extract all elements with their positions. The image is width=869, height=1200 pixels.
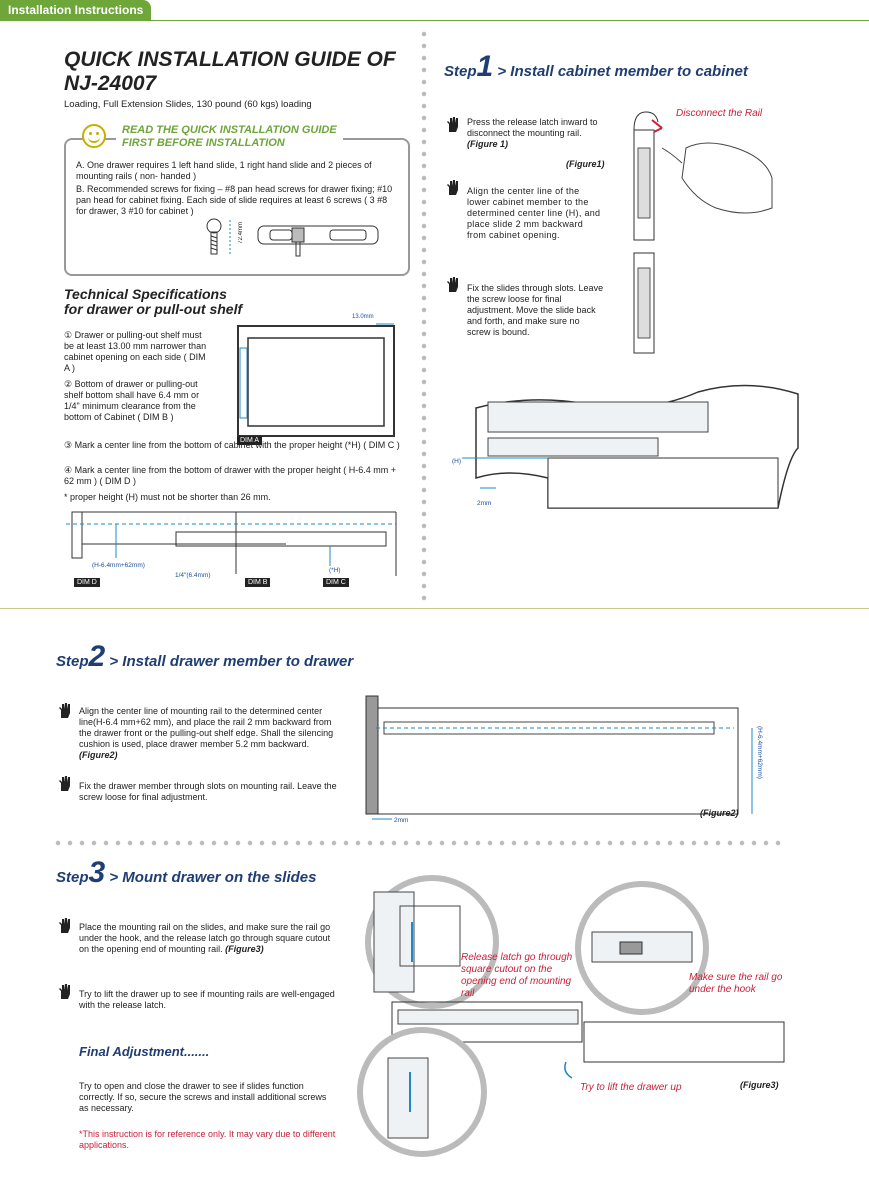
step2-instruction-2: Fix the drawer member through slots on m… <box>79 781 337 802</box>
final-adjustment-heading: Final Adjustment....... <box>79 1044 210 1059</box>
section-divider <box>0 608 869 609</box>
lift-callout: Try to lift the drawer up <box>580 1082 682 1093</box>
screw-dimension: 72.4mm <box>238 222 244 244</box>
header-rule <box>0 20 869 21</box>
dim-d-value: (H-6.4mm+62mm) <box>92 562 145 569</box>
screw-and-rail-illustration <box>206 218 379 257</box>
dim-bcd-diagram <box>66 511 397 576</box>
step1-instruction-3: Fix the slides through slots. Leave the … <box>467 283 604 337</box>
hand-icon <box>447 180 458 195</box>
dim-a-value: 13.0mm <box>352 314 374 320</box>
spec-note: * proper height (H) must not be shorter … <box>64 492 271 502</box>
dim-b-label: DIM B <box>245 578 271 587</box>
hand-icon <box>447 117 458 132</box>
requirement-b: B. Recommended screws for fixing – #8 pa… <box>76 184 393 216</box>
step3-instruction-1: Place the mounting rail on the slides, a… <box>79 922 331 954</box>
spec-item-3: ③ Mark a center line from the bottom of … <box>64 440 400 450</box>
header-tab: Installation Instructions <box>0 0 152 20</box>
horizontal-dotted-divider <box>52 840 787 846</box>
hand-icon <box>59 984 70 999</box>
step1-instruction-1: Press the release latch inward to discon… <box>467 117 598 149</box>
disconnect-rail-callout: Disconnect the Rail <box>676 108 763 119</box>
dim-c-value: (*H) <box>329 567 341 574</box>
dim-a-label: DIM A <box>237 436 263 445</box>
figure3-mounting-illustration <box>357 875 785 1157</box>
dim-b-value: 1/4"(6.4mm) <box>175 572 211 579</box>
figure2-label: (Figure2) <box>700 808 739 818</box>
hand-icon <box>59 918 70 933</box>
step1-instruction-2: Align the center line of the lower cabin… <box>467 186 601 240</box>
figure2-drawer-illustration <box>365 695 753 820</box>
final-adjustment-text: Try to open and close the drawer to see … <box>79 1081 327 1113</box>
guide-subtitle: Loading, Full Extension Slides, 130 poun… <box>64 99 312 110</box>
read-first-heading: READ THE QUICK INSTALLATION GUIDE FIRST … <box>116 124 343 150</box>
step2-heading: Step2 > Install drawer member to drawer <box>56 640 354 673</box>
figure3-label: (Figure3) <box>740 1080 779 1090</box>
dim-d-label: DIM D <box>74 578 100 587</box>
specs-heading: Technical Specifications for drawer or p… <box>64 286 243 317</box>
dim-2mm: 2mm <box>477 500 492 507</box>
cabinet-slide-illustration <box>462 384 799 509</box>
hand-icon <box>447 277 458 292</box>
dim-h: (H) <box>452 458 462 465</box>
figure1-rail-illustration <box>633 111 773 354</box>
dim-a-diagram <box>237 323 395 437</box>
hand-icon <box>59 776 70 791</box>
hand-icon <box>59 703 70 718</box>
step2-instruction-1: Align the center line of mounting rail t… <box>79 706 334 760</box>
vertical-dotted-divider <box>421 28 427 603</box>
disclaimer: *This instruction is for reference only.… <box>79 1129 336 1150</box>
spec-item-4: ④ Mark a center line from the bottom of … <box>64 465 396 486</box>
figure2-dim-2mm: 2mm <box>394 817 409 824</box>
smiley-icon <box>82 124 106 148</box>
step1-heading: Step1 > Install cabinet member to cabine… <box>444 50 748 83</box>
guide-title: QUICK INSTALLATION GUIDE OF NJ-24007 <box>64 48 396 95</box>
dim-c-label: DIM C <box>323 578 349 587</box>
spec-item-2: ② Bottom of drawer or pulling-out shelf … <box>64 379 200 422</box>
step1-figure1-label: (Figure1) <box>566 159 605 169</box>
hook-callout: Make sure the rail go under the hook <box>689 972 783 995</box>
latch-callout: Release latch go through square cutout o… <box>461 952 573 999</box>
step3-instruction-2: Try to lift the drawer up to see if moun… <box>79 989 335 1010</box>
spec-item-1: ① Drawer or pulling-out shelf must be at… <box>64 330 207 373</box>
step3-heading: Step3 > Mount drawer on the slides <box>56 856 317 889</box>
requirement-a: A. One drawer requires 1 left hand slide… <box>76 160 372 181</box>
figure2-dim-vertical: (H-6.4mm+62mm) <box>756 726 763 779</box>
